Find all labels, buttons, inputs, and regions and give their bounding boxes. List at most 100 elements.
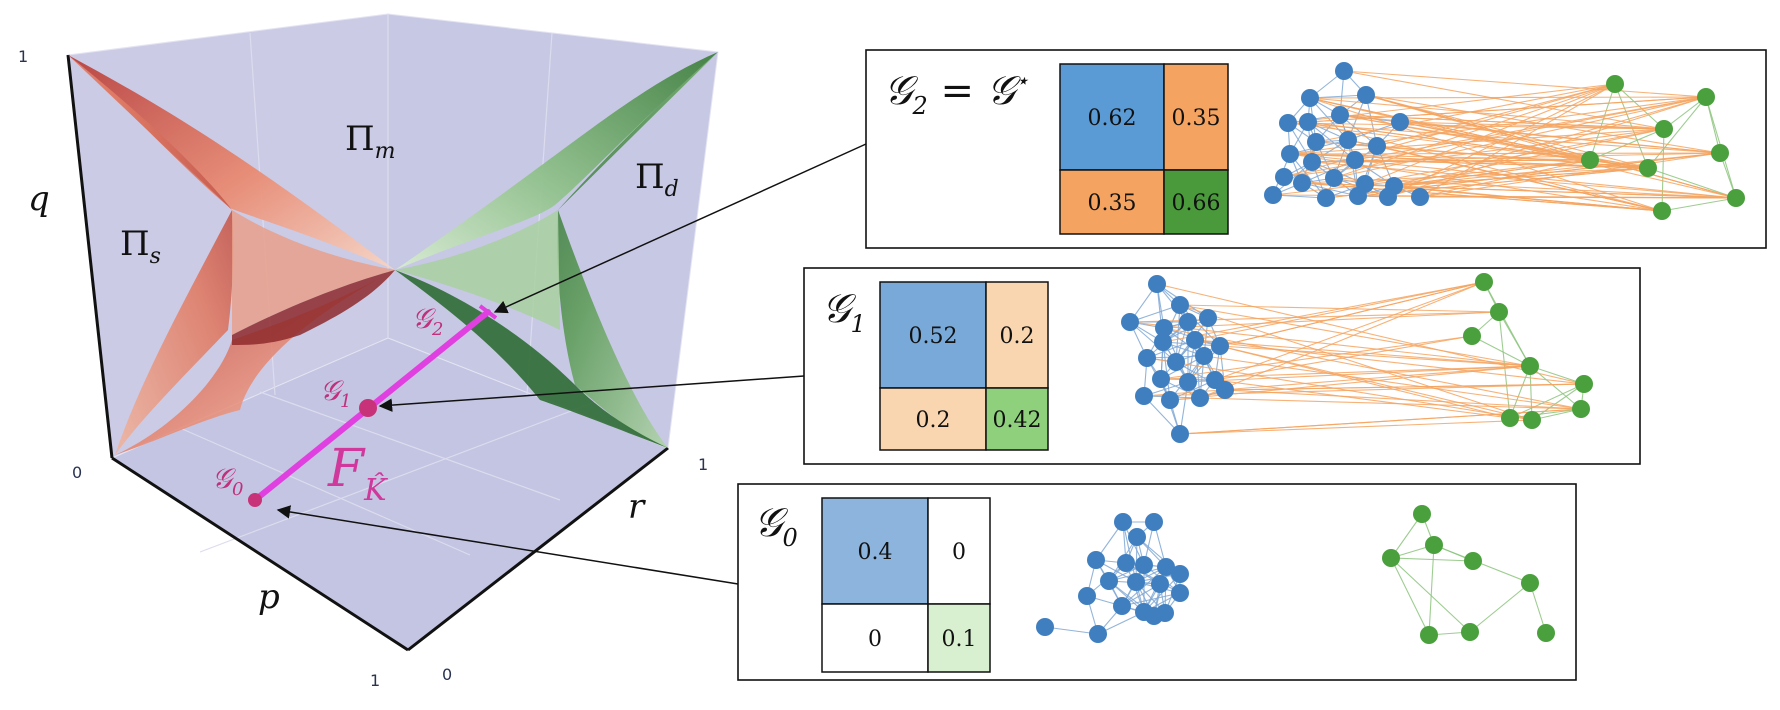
g0-node-blue	[1117, 554, 1135, 572]
g1-edge	[1219, 281, 1485, 347]
g0-edge	[1121, 592, 1181, 607]
g2-node-blue	[1301, 89, 1319, 107]
g0-node-blue	[1171, 565, 1189, 583]
g1-edge	[1529, 365, 1585, 385]
g2-matrix-cell-2	[1059, 169, 1165, 235]
g2-edge	[1661, 197, 1737, 212]
g1-node-blue	[1179, 373, 1197, 391]
g2-edge	[1289, 153, 1327, 199]
tick-p-1: 1	[370, 671, 380, 690]
g2-node-blue	[1339, 131, 1357, 149]
g2-edge	[1419, 152, 1721, 198]
g2-edge	[1307, 96, 1707, 123]
g0-node-green	[1382, 549, 1400, 567]
g1-matrix-value-0: 0.52	[909, 324, 958, 349]
point-label-g2: 𝒢2	[412, 302, 443, 340]
g2-node-blue	[1335, 62, 1353, 80]
g0-node-blue	[1087, 551, 1105, 569]
g2-node-blue	[1391, 113, 1409, 131]
g2-node-blue	[1331, 106, 1349, 124]
g0-node-blue	[1127, 573, 1145, 591]
g0-node-blue	[1145, 607, 1163, 625]
g0-matrix-value-0: 0.4	[858, 540, 893, 565]
g2-node-blue	[1303, 153, 1321, 171]
g0-node-blue	[1145, 513, 1163, 531]
arrow-to-g1	[378, 375, 805, 412]
g2-edge	[1301, 182, 1359, 197]
g2-node-green	[1653, 202, 1671, 220]
p-axis-label: p	[258, 577, 280, 617]
g0-node-green	[1521, 574, 1539, 592]
g1-node-blue	[1161, 391, 1179, 409]
g0-node-blue	[1128, 528, 1146, 546]
g1-edge	[1163, 311, 1500, 329]
g1-matrix-cell-3	[985, 387, 1049, 451]
g2-node-green	[1606, 75, 1624, 93]
g2-edge	[1343, 70, 1665, 130]
g1-node-blue	[1167, 353, 1185, 371]
g2-edge	[1365, 94, 1737, 199]
g1-node-green	[1475, 273, 1493, 291]
g0-matrix-value-3: 0.1	[942, 627, 977, 652]
g0-matrix-value-2: 0	[868, 627, 882, 652]
g2-edge	[1376, 83, 1616, 147]
g2-edge	[1343, 70, 1707, 98]
g1-node-blue	[1148, 275, 1166, 293]
g0-edge	[1390, 557, 1430, 636]
red-surface-body	[68, 55, 234, 455]
g0-node-blue	[1078, 587, 1096, 605]
g1-node-green	[1572, 400, 1590, 418]
g1-edge	[1179, 304, 1221, 347]
g1-matrix-cell-0	[879, 281, 987, 389]
panel-g0-graph	[1036, 505, 1555, 644]
g0-node-green	[1464, 552, 1482, 570]
g2-node-blue	[1411, 188, 1429, 206]
region-label-s: Πs	[120, 224, 161, 269]
g0-node-blue	[1114, 513, 1132, 531]
red-surface-lower	[115, 270, 395, 455]
g1-node-green	[1523, 411, 1541, 429]
arrow-to-g2	[493, 143, 867, 314]
g0-node-blue	[1036, 618, 1054, 636]
g1-edge	[1129, 321, 1177, 363]
r-axis-line	[407, 446, 669, 652]
g1-edge	[1219, 345, 1533, 421]
g2-node-green	[1655, 120, 1673, 138]
g1-node-green	[1501, 409, 1519, 427]
path-end-cap	[478, 304, 498, 320]
arrow-to-g0	[276, 505, 739, 585]
g1-edge	[1509, 365, 1531, 419]
g0-matrix-value-1: 0	[952, 540, 966, 565]
g1-edge	[1129, 321, 1531, 367]
g2-edge	[1589, 83, 1616, 161]
g1-node-green	[1575, 375, 1593, 393]
g2-edge	[1309, 97, 1349, 141]
g2-node-green	[1711, 144, 1729, 162]
g0-node-blue	[1157, 558, 1175, 576]
g0-node-blue	[1113, 597, 1131, 615]
g2-node-blue	[1317, 189, 1335, 207]
g1-node-blue	[1195, 347, 1213, 365]
green-surface-upper	[395, 52, 718, 270]
g0-edge	[1433, 544, 1531, 584]
g2-edge	[1393, 185, 1663, 212]
g1-matrix-cell-2	[879, 387, 987, 451]
g2-node-blue	[1379, 188, 1397, 206]
path-label: FK̂	[327, 439, 388, 508]
g2-node-blue	[1325, 169, 1343, 187]
panel-g2-title: 𝒢2 = 𝒢⋆	[884, 68, 1029, 120]
g2-node-blue	[1281, 145, 1299, 163]
g1-node-green	[1490, 303, 1508, 321]
g0-node-blue	[1089, 625, 1107, 643]
g0-node-green	[1461, 623, 1479, 641]
green-surface-inner	[395, 210, 560, 330]
g0-edge	[1469, 582, 1531, 633]
g2-edge	[1283, 128, 1665, 178]
g0-edge	[1390, 557, 1471, 633]
g0-node-green	[1537, 624, 1555, 642]
g1-node-blue	[1155, 319, 1173, 337]
